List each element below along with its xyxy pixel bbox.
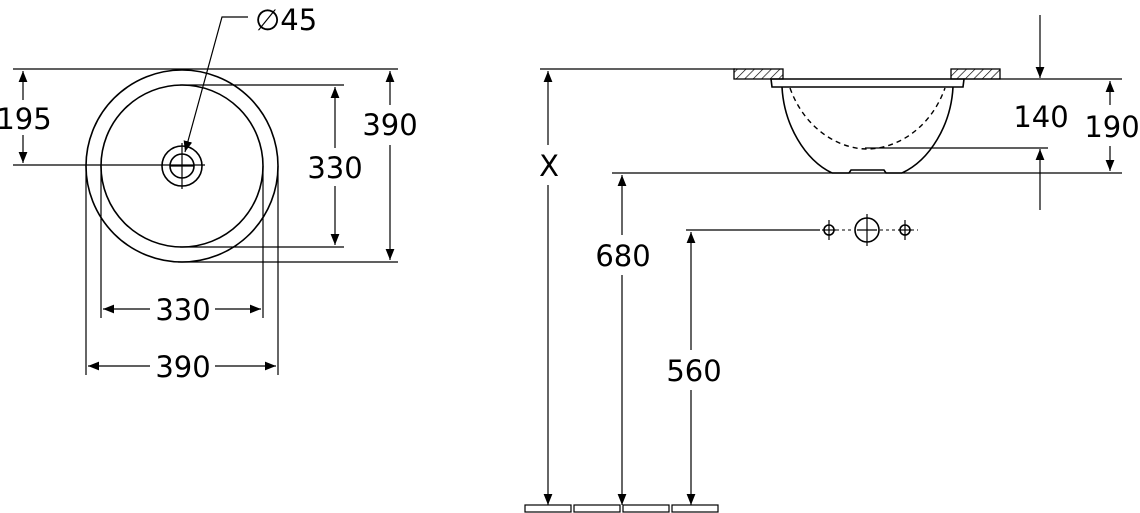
drain-diameter-label: ∅45 <box>255 3 317 37</box>
dim-680-label: 680 <box>595 239 650 273</box>
countertop-section-right <box>950 68 1001 80</box>
floor-tile <box>573 504 621 513</box>
floor-tile <box>671 504 719 513</box>
dim-x-label: X <box>539 149 559 183</box>
dim-195-label: 195 <box>0 102 52 136</box>
basin-outer-profile <box>781 86 954 174</box>
side-view: 140 190 X 680 560 <box>524 15 1140 513</box>
dim-190-label: 190 <box>1084 110 1139 144</box>
dim-330-horizontal-label: 330 <box>155 293 210 327</box>
dim-330-vertical-label: 330 <box>307 151 362 185</box>
dim-390-vertical-label: 390 <box>362 108 417 142</box>
drain-leader <box>183 16 248 153</box>
top-view: ∅45 195 330 390 330 390 <box>0 3 418 384</box>
basin-rim <box>770 78 965 88</box>
countertop-section-left <box>733 68 784 80</box>
floor <box>524 504 719 513</box>
wall-fittings <box>822 214 918 246</box>
floor-tile <box>622 504 670 513</box>
basin-inner-profile <box>789 87 946 150</box>
dim-140-label: 140 <box>1013 100 1068 134</box>
floor-tile <box>524 504 572 513</box>
dim-560-label: 560 <box>666 354 721 388</box>
dim-390-horizontal-label: 390 <box>155 350 210 384</box>
